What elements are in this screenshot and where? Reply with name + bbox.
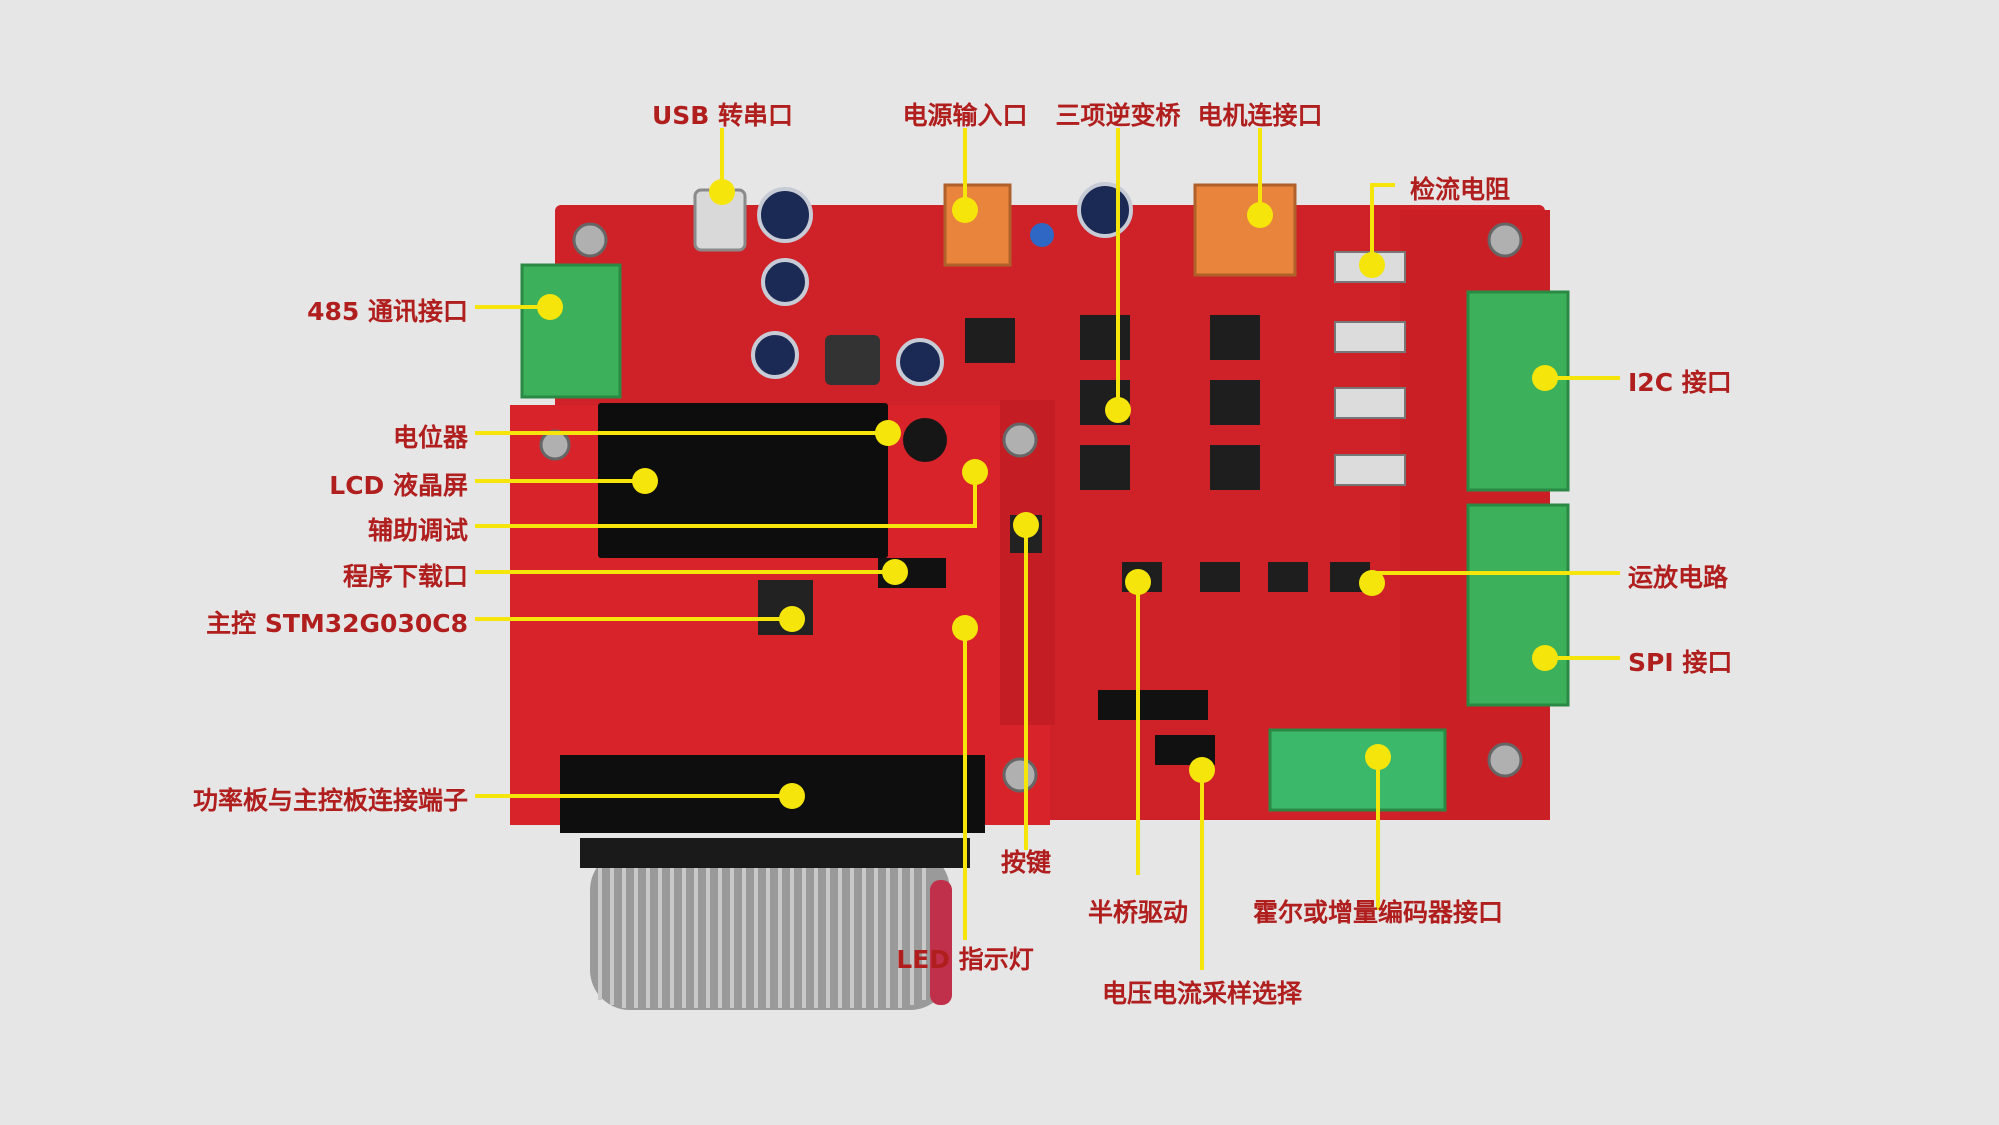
label-usb-serial: USB 转串口 [651, 101, 794, 130]
label-rs485: 485 通讯接口 [307, 297, 468, 326]
label-potentiometer: 电位器 [392, 423, 468, 452]
label-shunt-resistor: 检流电阻 [1410, 175, 1511, 204]
label-half-bridge: 半桥驱动 [1087, 898, 1188, 927]
ribbon-cable [590, 850, 952, 1010]
label-aux-debug: 辅助调试 [367, 516, 468, 545]
label-program-port: 程序下载口 [342, 562, 468, 591]
label-i2c: I2C 接口 [1628, 368, 1732, 397]
label-mcu: 主控 STM32G030C8 [206, 609, 468, 638]
label-power-input: 电源输入口 [902, 101, 1028, 130]
label-spi: SPI 接口 [1628, 648, 1733, 677]
label-key: 按键 [1000, 848, 1051, 877]
label-opamp: 运放电路 [1628, 563, 1729, 592]
label-lcd: LCD 液晶屏 [329, 471, 468, 500]
label-board-connector: 功率板与主控板连接端子 [192, 786, 468, 815]
label-sample-select: 电压电流采样选择 [1101, 979, 1302, 1008]
label-motor-connector: 电机连接口 [1197, 101, 1323, 130]
label-hall-encoder: 霍尔或增量编码器接口 [1252, 898, 1503, 927]
label-inverter-bridge: 三项逆变桥 [1055, 101, 1181, 130]
label-led: LED 指示灯 [896, 945, 1034, 974]
